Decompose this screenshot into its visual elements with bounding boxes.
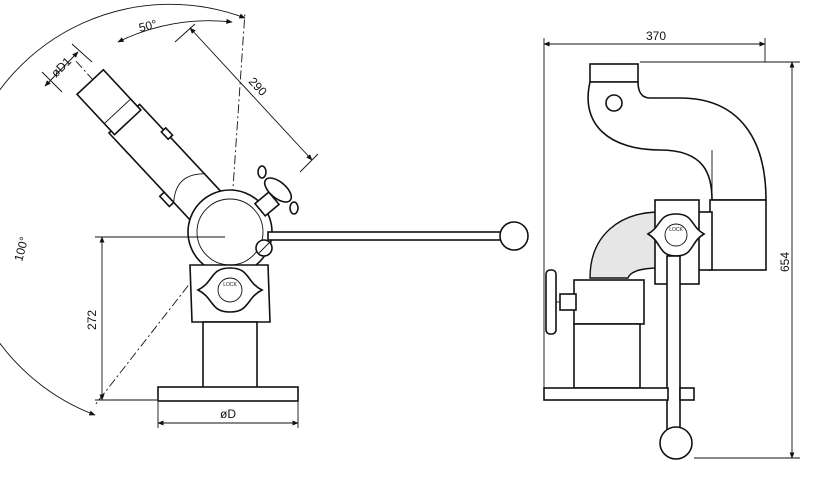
front-view: 370 654 LOCK — [543, 29, 800, 460]
vertical-column — [202, 321, 258, 389]
pipe-eye — [605, 94, 623, 112]
dim-label-654: 654 — [778, 252, 792, 272]
dim-label-d1: øD1 — [48, 54, 74, 80]
angle-arc-100 — [0, 3, 246, 416]
side-view: 100° 50° 290 øD1 — [0, 3, 529, 428]
angle-arc-50 — [117, 18, 233, 43]
lever-bar — [267, 231, 505, 241]
lock-knob: LOCK — [196, 267, 264, 313]
ext-line-d1b — [71, 43, 93, 63]
front-handwheel — [545, 269, 557, 335]
front-base-stub — [679, 387, 695, 401]
angle-label-100: 100° — [11, 235, 31, 263]
ext-line-d1a — [41, 71, 63, 93]
ext-line-290a — [174, 23, 196, 43]
lower-elbow — [589, 211, 661, 279]
body-column — [573, 323, 641, 389]
valve-handwheel — [253, 165, 299, 218]
dim-label-370: 370 — [646, 29, 666, 43]
riser-pipe — [709, 199, 767, 271]
barrel-nub — [160, 126, 174, 141]
dim-label-290: 290 — [246, 74, 270, 98]
dim-line-290 — [189, 27, 313, 161]
valve-body — [573, 279, 645, 325]
front-lever-ball — [659, 426, 693, 460]
front-lever-bar — [666, 255, 681, 435]
dim-label-272: 272 — [85, 310, 99, 330]
knob-lock-label: LOCK — [223, 282, 237, 288]
lever-ball — [499, 221, 529, 251]
dim-label-d: øD — [220, 407, 236, 421]
front-knob-lock-label: LOCK — [669, 227, 683, 233]
barrel-tab — [158, 191, 175, 208]
lever-handle — [267, 221, 529, 251]
outlet-cap — [589, 63, 639, 83]
base-flange — [157, 386, 299, 402]
ext-line-290b — [299, 153, 319, 173]
angle-label-50: 50° — [137, 17, 158, 35]
front-base-plate — [543, 387, 669, 401]
valve-stem-block — [559, 293, 577, 311]
